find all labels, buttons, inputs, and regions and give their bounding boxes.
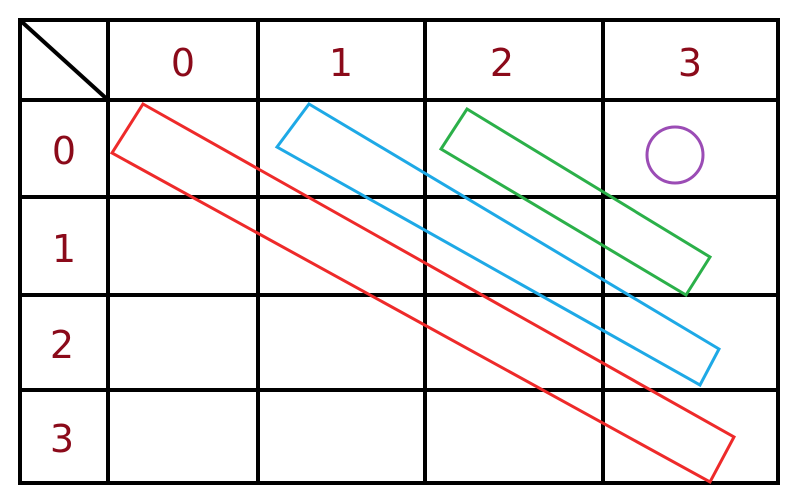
diagonal-groups (109, 101, 737, 485)
row-header-2: 2 (50, 323, 74, 367)
purple-circle-marker (645, 125, 705, 185)
blue-diagonal-box (274, 102, 721, 388)
column-headers: 0 1 2 3 (171, 41, 702, 85)
column-header-2: 2 (490, 41, 514, 85)
row-header-3: 3 (50, 417, 74, 461)
column-header-0: 0 (171, 41, 195, 85)
row-header-0: 0 (52, 129, 76, 173)
green-diagonal-box (438, 106, 713, 298)
row-headers: 0 1 2 3 (50, 129, 76, 461)
grid (18, 18, 780, 485)
grid-frame (18, 18, 780, 485)
row-header-1: 1 (52, 227, 76, 271)
red-diagonal-box (109, 101, 737, 485)
column-header-3: 3 (678, 41, 702, 85)
corner-diagonal-line (20, 20, 110, 102)
column-header-1: 1 (329, 41, 353, 85)
